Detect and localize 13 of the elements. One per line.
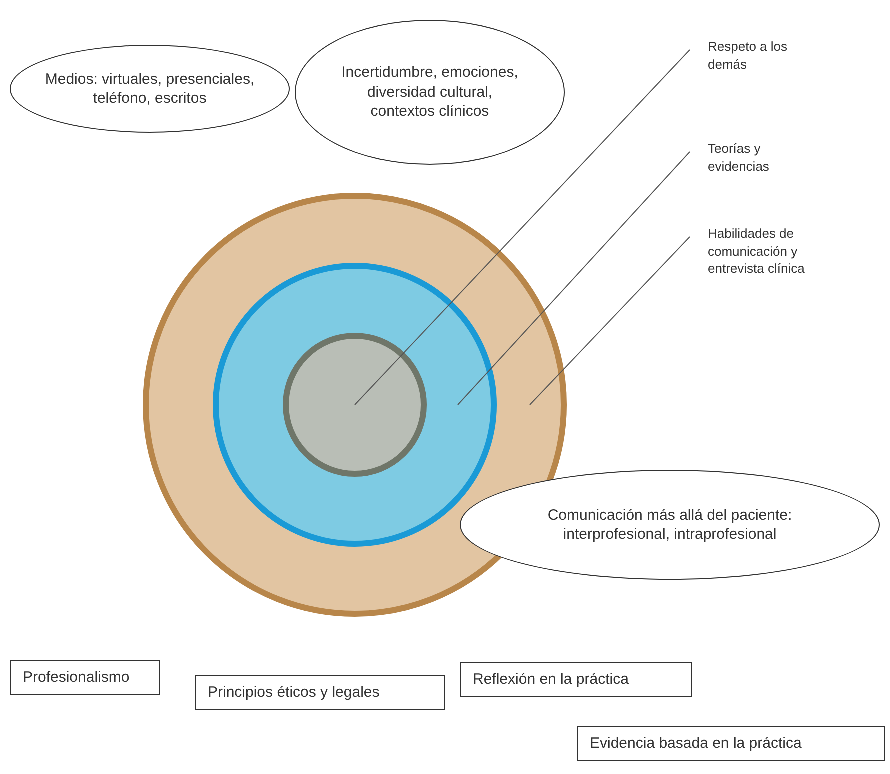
text-box: Profesionalismo bbox=[10, 660, 160, 695]
ellipse-label: Incertidumbre, emociones, diversidad cultural, contextos clínicos bbox=[295, 20, 565, 165]
leader-line bbox=[458, 152, 690, 406]
text-box: Evidencia basada en la práctica bbox=[577, 726, 885, 761]
callout-text: Teorías y evidencias bbox=[708, 140, 818, 176]
ellipse-label: Comunicación más allá del paciente: interprofesional, intraprofesional bbox=[460, 470, 880, 580]
leader-line bbox=[354, 50, 690, 406]
text-box: Principios éticos y legales bbox=[195, 675, 445, 710]
text-box: Reflexión en la práctica bbox=[460, 662, 692, 697]
ellipse-label: Medios: virtuales, presenciales, teléfono, escritos bbox=[10, 45, 290, 133]
callout-text: Respeto a los demás bbox=[708, 38, 818, 74]
callout-text: Habilidades de comunicación y entrevista clínica bbox=[708, 225, 828, 278]
leader-line bbox=[530, 236, 690, 406]
